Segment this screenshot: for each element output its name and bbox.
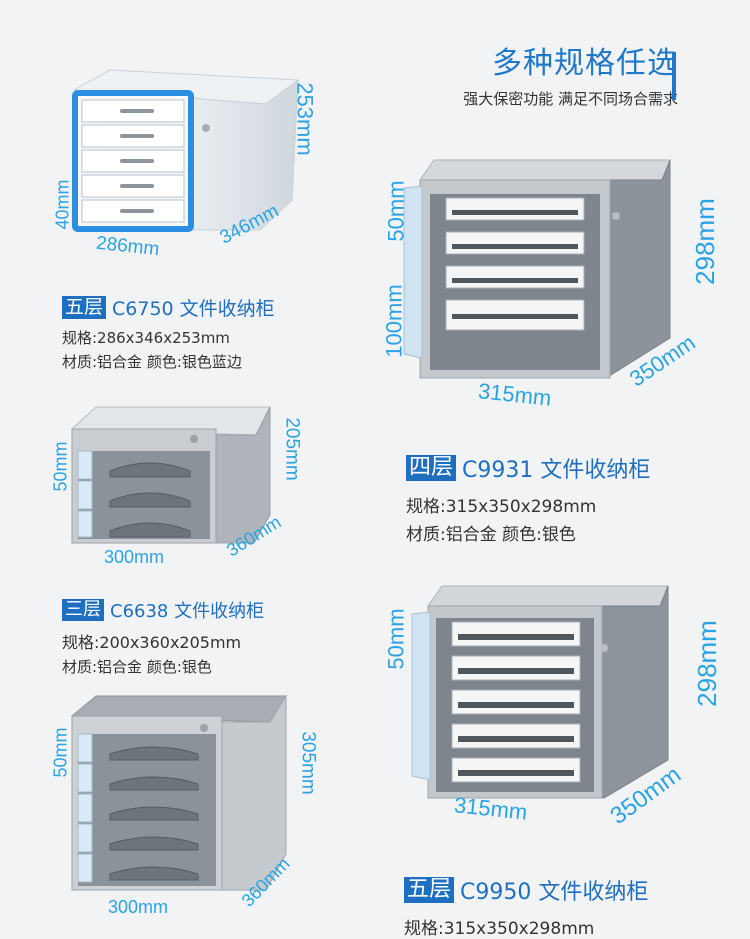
dim-width-five-silver: 300mm (108, 897, 169, 917)
spec-c9950: 五层 C9950 文件收纳柜 规格:315x350x298mm (404, 874, 648, 939)
spec-size: 规格:286x346x253mm (62, 329, 230, 347)
layer-badge: 三层 (62, 599, 104, 621)
spec-c6638: 三层 C6638 文件收纳柜 规格:200x360x205mm 材质:铝合金 颜… (62, 597, 264, 677)
dim-drawer-c9950: 50mm (383, 608, 409, 670)
spec-size: 规格:200x360x205mm (62, 633, 242, 652)
dim-height-c6750: 253mm (292, 82, 318, 156)
spec-c9931: 四层 C9931 文件收纳柜 规格:315x350x298mm 材质:铝合金 颜… (406, 452, 650, 545)
dim-width-c9931: 315mm (476, 378, 553, 411)
cabinet-c6638-image (70, 406, 271, 544)
spec-material: 材质:铝合金 颜色:银色 (406, 525, 576, 545)
lock-icon (612, 212, 620, 220)
dim-height-c9931: 298mm (689, 198, 720, 285)
lock-icon (202, 124, 210, 132)
header-accent-bar (672, 52, 676, 100)
spec-material: 材质:铝合金 颜色:银色蓝边 (62, 353, 242, 371)
model-name: C9931 文件收纳柜 (462, 458, 651, 483)
spec-size: 规格:315x350x298mm (404, 919, 595, 939)
dim-width-c6638: 300mm (104, 547, 165, 567)
dim-height-five-silver: 305mm (297, 731, 319, 795)
lock-icon (600, 644, 608, 652)
dim-drawer-five-silver: 50mm (50, 727, 71, 778)
cabinet-c9950-image (411, 585, 669, 799)
dim-drawer-big-c9931: 100mm (381, 284, 407, 358)
layer-badge: 五层 (404, 876, 455, 904)
lock-icon (190, 435, 198, 443)
spec-material: 材质:铝合金 颜色:银色 (62, 658, 212, 676)
cabinet-c6750-image (72, 69, 300, 232)
header-subtitle: 强大保密功能 满足不同场合需求 (463, 90, 678, 108)
section-header: 多种规格任选 强大保密功能 满足不同场合需求 (463, 44, 678, 109)
dim-height-c6638: 205mm (281, 417, 303, 481)
layer-badge: 五层 (62, 296, 107, 319)
header-title: 多种规格任选 (492, 46, 678, 81)
model-name: C6750 文件收纳柜 (112, 298, 275, 320)
dim-drawer-c6638: 50mm (50, 441, 71, 492)
layer-badge: 四层 (406, 454, 457, 482)
spec-size: 规格:315x350x298mm (406, 497, 597, 517)
dim-drawer-c9931: 50mm (383, 180, 409, 242)
cabinet-c9931-image (403, 159, 671, 379)
lock-icon (200, 724, 208, 732)
dim-drawer-c6750: 40mm (52, 179, 73, 230)
model-name: C9950 文件收纳柜 (460, 880, 649, 905)
cabinet-five-drawer-silver-image (70, 694, 287, 891)
model-name: C6638 文件收纳柜 (110, 601, 265, 622)
dim-height-c9950: 298mm (691, 620, 722, 707)
spec-c6750: 五层 C6750 文件收纳柜 规格:286x346x253mm 材质:铝合金 颜… (62, 294, 275, 372)
